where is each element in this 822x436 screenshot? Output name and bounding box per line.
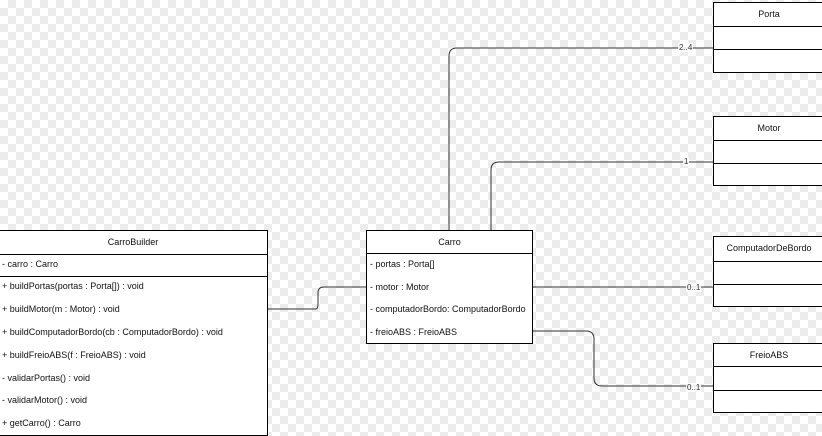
porta-multiplicity-label: 2..4 — [678, 43, 694, 52]
divider — [714, 163, 822, 164]
builder-carro-line — [268, 286, 366, 310]
carro-porta-line — [448, 47, 713, 230]
divider — [714, 390, 822, 391]
divider — [714, 49, 822, 50]
method-row[interactable]: + buildMotor(m : Motor) : void — [2, 304, 120, 314]
class-name: ComputadorDeBordo — [726, 243, 812, 253]
attribute-row[interactable]: - motor : Motor — [370, 282, 430, 292]
method-row[interactable]: + buildComputadorBordo(cb : ComputadorBo… — [2, 327, 223, 337]
class-motor[interactable]: Motor — [713, 116, 822, 186]
carro-motor-line — [490, 161, 713, 230]
class-computador-de-bordo[interactable]: ComputadorDeBordo — [713, 236, 822, 307]
divider — [0, 276, 267, 277]
attribute-row[interactable]: - computadorBordo: ComputadorBordo — [370, 304, 526, 314]
method-row[interactable]: - validarPortas() : void — [2, 373, 91, 383]
class-name: Motor — [757, 123, 781, 133]
divider — [714, 140, 822, 141]
freio-multiplicity-label: 0..1 — [686, 383, 702, 392]
divider — [714, 366, 822, 367]
method-row[interactable]: + getCarro() : Carro — [2, 418, 81, 428]
class-name: Carro — [438, 237, 461, 247]
class-freio-abs[interactable]: FreioABS — [713, 343, 822, 413]
class-name: FreioABS — [749, 350, 789, 360]
divider — [714, 261, 822, 262]
method-row[interactable]: + buildPortas(portas : Porta[]) : void — [2, 281, 144, 291]
divider — [367, 253, 532, 254]
divider — [0, 254, 267, 255]
class-name: CarroBuilder — [107, 237, 159, 247]
divider — [714, 284, 822, 285]
attribute-row[interactable]: - carro : Carro — [2, 259, 59, 269]
computador-multiplicity-label: 0..1 — [686, 283, 702, 292]
method-row[interactable]: + buildFreioABS(f : FreioABS) : void — [2, 350, 146, 360]
divider — [714, 26, 822, 27]
motor-multiplicity-label: 1 — [683, 157, 690, 166]
carro-freio-line — [532, 330, 713, 387]
attribute-row[interactable]: - portas : Porta[] — [370, 259, 435, 269]
class-name: Porta — [758, 9, 780, 19]
class-carro[interactable]: Carro - portas : Porta[] - motor : Motor… — [366, 230, 533, 344]
class-porta[interactable]: Porta — [713, 2, 822, 73]
method-row[interactable]: - validarMotor() : void — [2, 395, 88, 405]
class-carro-builder[interactable]: CarroBuilder - carro : Carro + buildPort… — [0, 230, 268, 436]
attribute-row[interactable]: - freioABS : FreioABS — [370, 327, 458, 337]
